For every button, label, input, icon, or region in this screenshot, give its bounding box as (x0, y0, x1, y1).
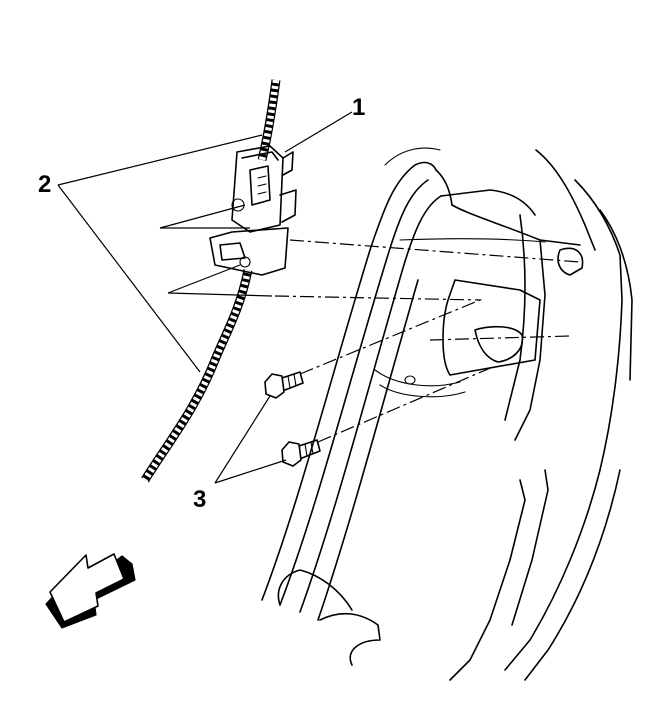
leader-3a (214, 395, 271, 484)
bolts (264, 371, 321, 467)
leader-lines (57, 111, 353, 484)
leader-2a (57, 134, 263, 186)
alignment-lines (274, 239, 581, 443)
leader-2f (167, 292, 273, 297)
leader-2e (167, 264, 241, 294)
bolt-upper (264, 371, 304, 399)
leader-1 (284, 111, 353, 153)
bolt-lower (281, 439, 321, 467)
front-direction-arrow-icon (45, 553, 136, 629)
latch-switch-assembly (209, 145, 297, 276)
leader-2b (57, 184, 201, 373)
body-pillar-structure (261, 147, 633, 681)
leader-3b (214, 459, 287, 484)
leader-2c (159, 204, 246, 229)
callout-2: 2 (38, 171, 52, 198)
wire-harness (141, 79, 281, 483)
callout-1: 1 (352, 94, 366, 121)
callout-3: 3 (193, 486, 207, 513)
